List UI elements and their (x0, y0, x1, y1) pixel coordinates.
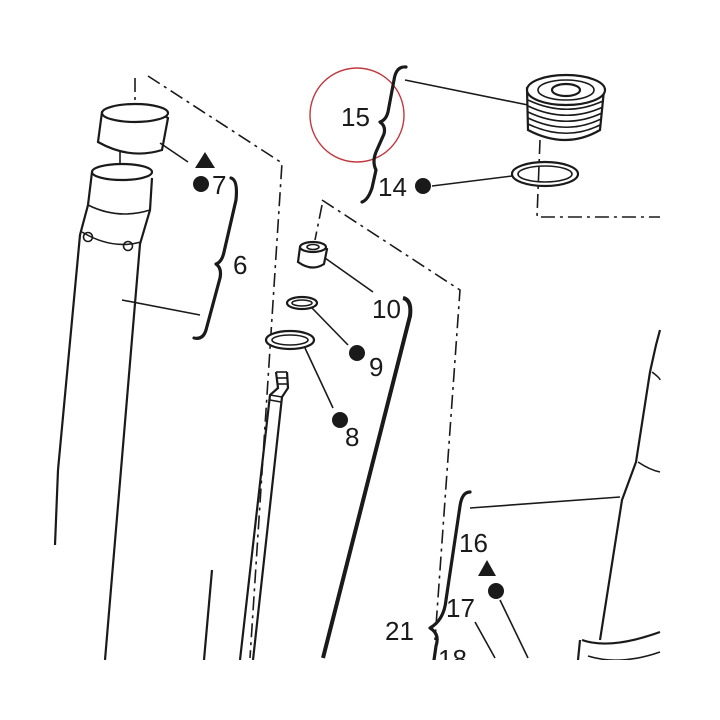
left-group-outline (147, 75, 283, 659)
leader-part-21 (469, 496, 621, 509)
inner-tube-wall-left (202, 569, 214, 661)
highlight-circle-15 (309, 67, 405, 163)
leader-part-8 (304, 347, 334, 409)
fork-tube-part-6[interactable] (53, 162, 154, 661)
oring-part-9[interactable] (285, 295, 319, 311)
bottom-crop-mask (0, 660, 720, 720)
cap-part-15[interactable] (525, 73, 607, 141)
damper-rod[interactable] (238, 371, 290, 661)
leader-part-9 (311, 307, 349, 346)
label-part-15: 15 (341, 102, 370, 132)
center-assembly: 10 9 8 (202, 199, 461, 661)
label-part-6: 6 (233, 250, 247, 280)
label-part-7: 7 (212, 170, 226, 200)
leader-part-7 (159, 142, 189, 163)
label-part-8: 8 (345, 422, 359, 452)
left-assembly: 7 6 (53, 75, 283, 661)
label-part-16: 16 (459, 528, 488, 558)
brace-part-21 (428, 490, 472, 662)
leader-part-10 (324, 257, 374, 293)
triangle-marker-7 (195, 152, 215, 168)
center-group-outline (321, 199, 461, 641)
leader-part-6 (121, 299, 201, 316)
dot-marker-14 (415, 178, 431, 194)
label-part-10: 10 (372, 294, 401, 324)
label-part-21: 21 (385, 616, 414, 646)
label-part-17: 17 (446, 593, 475, 623)
leader-part-14 (431, 175, 513, 187)
inner-tube-wall (321, 296, 413, 659)
right-assembly: 21 16 17 18 (385, 329, 662, 674)
dot-marker-7 (193, 176, 209, 192)
label-part-14: 14 (378, 172, 407, 202)
leader-part-17 (474, 621, 496, 659)
top-right-assembly: 15 14 (309, 65, 660, 218)
brace-part-6 (192, 176, 239, 340)
bushing-part-7[interactable] (96, 102, 170, 155)
leader-part-15 (404, 79, 529, 106)
nut-part-10[interactable] (296, 240, 329, 269)
oring-part-14[interactable] (510, 160, 580, 188)
ring-part-8[interactable] (264, 329, 316, 351)
outer-leg[interactable] (576, 329, 662, 661)
dot-marker-16 (488, 583, 504, 599)
brace-part-15 (360, 65, 408, 204)
label-part-9: 9 (369, 352, 383, 382)
leader-part-16 (499, 599, 529, 659)
dot-marker-9 (349, 345, 365, 361)
right-crop-mask (662, 0, 720, 720)
triangle-marker-16 (478, 560, 496, 576)
center-axis-line (314, 204, 323, 241)
dot-marker-8 (332, 412, 348, 428)
